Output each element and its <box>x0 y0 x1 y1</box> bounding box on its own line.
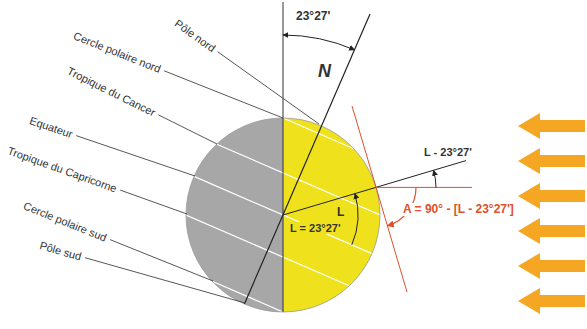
angle-formula: A = 90° - [L - 23°27'] <box>402 203 515 216</box>
equator-label: Equateur <box>28 114 74 140</box>
sun-ray-arrows <box>518 113 585 314</box>
leader-line <box>76 136 195 176</box>
leader-line <box>164 71 283 118</box>
circle-label: Cercle polaire sud <box>22 199 109 243</box>
leader-line <box>120 190 187 214</box>
leader-line <box>218 52 319 124</box>
tropic-label: Tropique du Cancer <box>65 65 157 119</box>
tropic-label: Tropique du Capricorne <box>6 144 119 194</box>
circle-label: Cercle polaire nord <box>72 29 163 75</box>
pole-label: Pôle nord <box>172 17 217 54</box>
axis-letter: N <box>318 62 331 82</box>
leader-line <box>158 115 217 144</box>
angle-label: L <box>336 206 345 219</box>
leader-line <box>110 240 213 281</box>
pole-label: Pôle sud <box>38 239 82 262</box>
angle-label: L - 23°27' <box>424 146 472 158</box>
angle-label: L = 23°27' <box>289 222 342 234</box>
angle-label: 23°27' <box>296 10 330 23</box>
leader-line <box>85 258 245 303</box>
